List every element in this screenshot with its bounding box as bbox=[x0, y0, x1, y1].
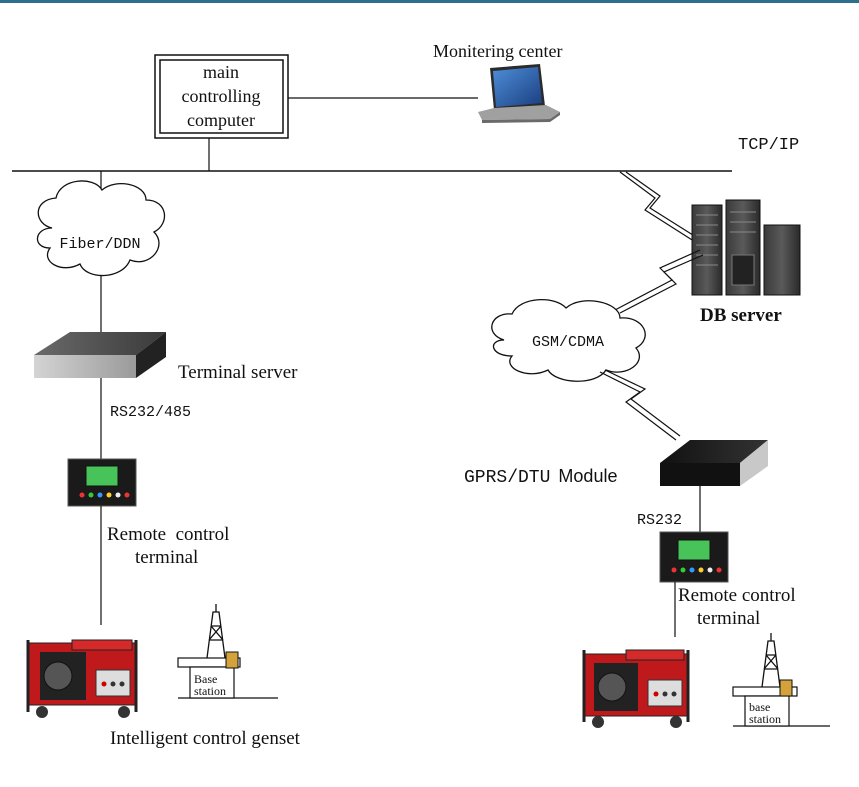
gprs-suffix: Module bbox=[558, 466, 617, 486]
left-link-label: RS232/485 bbox=[110, 404, 191, 421]
right-base-label-2: station bbox=[749, 712, 781, 726]
fiber-cloud-label: Fiber/DDN bbox=[59, 236, 140, 253]
right-link-label: RS232 bbox=[637, 512, 682, 529]
right-base-label-1: base bbox=[749, 700, 770, 714]
right-terminal-label-2: terminal bbox=[697, 608, 760, 629]
terminal-server-label: Terminal server bbox=[178, 362, 298, 383]
gsm-cloud-label: GSM/CDMA bbox=[532, 334, 604, 351]
fiber-cloud: Fiber/DDN bbox=[36, 180, 165, 277]
main-computer-label-2: controlling bbox=[182, 86, 261, 106]
db-to-gsm-lightning bbox=[614, 249, 701, 311]
gprs-label: GPRS/DTU Module bbox=[464, 466, 617, 488]
main-computer-label-1: main bbox=[203, 62, 239, 82]
main-computer-box: main controlling computer bbox=[154, 54, 289, 139]
left-genset-label: Intelligent control genset bbox=[110, 728, 301, 749]
bus-to-db-lightning-2 bbox=[625, 171, 705, 243]
right-genset-icon bbox=[582, 649, 690, 728]
left-genset-icon bbox=[26, 639, 138, 718]
laptop-icon bbox=[478, 64, 560, 123]
gsm-cloud: GSM/CDMA bbox=[491, 298, 646, 382]
right-base-station-icon: base station bbox=[732, 633, 830, 727]
db-server-icon bbox=[691, 199, 801, 296]
db-server-label: DB server bbox=[700, 305, 782, 326]
left-base-station-icon: Base station bbox=[177, 604, 278, 699]
left-terminal-label-2: terminal bbox=[135, 547, 198, 568]
right-controller-icon bbox=[659, 531, 729, 583]
terminal-server-icon bbox=[34, 332, 166, 378]
bus-to-db-lightning bbox=[619, 171, 701, 246]
gprs-dtu-icon bbox=[660, 440, 768, 486]
gprs-prefix: GPRS/DTU bbox=[464, 468, 550, 488]
monitoring-center-label: Monitering center bbox=[433, 41, 562, 61]
top-border bbox=[0, 0, 859, 3]
tcpip-label: TCP/IP bbox=[738, 136, 799, 155]
left-controller-icon bbox=[67, 458, 137, 507]
left-terminal-label-1: Remote control bbox=[107, 524, 229, 545]
db-to-gsm-lightning-2 bbox=[619, 254, 704, 314]
gsm-to-dtu-lightning-2 bbox=[604, 369, 681, 437]
gsm-to-dtu-lightning bbox=[599, 371, 677, 441]
left-base-label-2: station bbox=[194, 684, 226, 698]
main-computer-label-3: computer bbox=[187, 110, 255, 130]
right-terminal-label-1: Remote control bbox=[678, 585, 796, 606]
left-base-label-1: Base bbox=[194, 672, 217, 686]
